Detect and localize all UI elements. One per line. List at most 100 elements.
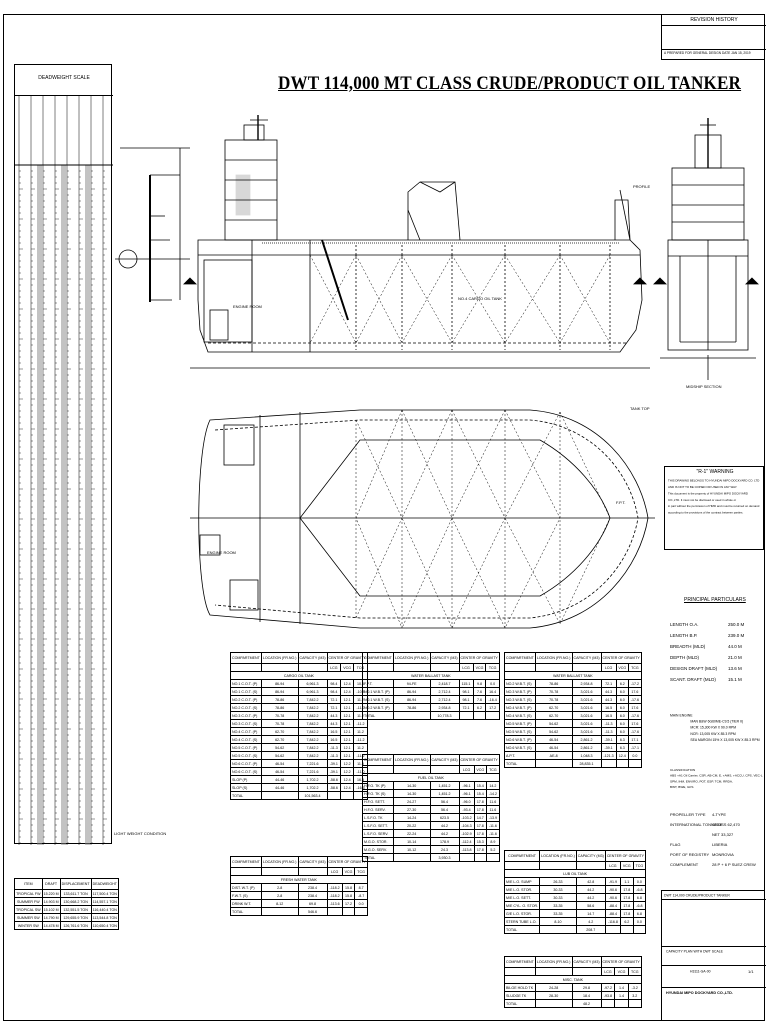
table-header: VCG <box>341 867 356 876</box>
warning-text: THIS DRAWING BELONGS TO HYUNDAI MIPO DOC… <box>668 477 762 516</box>
extra-label: PORT OF REGISTRY <box>670 852 710 857</box>
principal-label: DEPTH (MLD) <box>670 655 699 660</box>
table-cell: -39.1 <box>326 759 342 768</box>
table-cell: TOTAL <box>362 711 394 720</box>
table-cell: 15.8 <box>341 891 356 900</box>
table-cell: 7,221.6 <box>297 759 328 768</box>
table-cell: 44.2 <box>575 885 606 894</box>
table-cell: DRINK W.T. <box>230 899 262 908</box>
table-cell: TOTAL <box>503 925 541 934</box>
drawing-title-block: CAPACITY PLAN WITH DWT SCALE <box>666 949 723 954</box>
table-cell: 17.6 <box>627 703 642 712</box>
table-header: VCG <box>619 861 634 870</box>
principal-value: 250.0 M <box>728 622 745 627</box>
table-cell: NO.1 W.B.T. (P) <box>362 687 394 696</box>
table-cell: 44-46 <box>260 783 299 792</box>
table-cell: 6.2 <box>615 679 629 688</box>
table-header-spacer <box>392 663 431 672</box>
table-cell: 54-62 <box>260 751 299 760</box>
table-cell: NO.1 C.O.T. (P) <box>230 679 262 688</box>
principal-label: LENGTH O.A. <box>670 622 699 627</box>
table-cell: 1,048.3 <box>571 751 602 760</box>
table-cell: 2,418.7 <box>429 679 460 688</box>
table-cell: NO.5 W.B.T. (S) <box>504 727 536 736</box>
extra-value: NET 33,327 <box>712 832 734 837</box>
principal-label: DESIGN DRAFT (MLD) <box>670 666 718 671</box>
table-cell: NO.2 C.O.T. (S) <box>230 703 262 712</box>
table-cell: NO.6 W.B.T. (S) <box>504 743 536 752</box>
table-cell: -103.2 <box>458 813 475 822</box>
tank-top-label: TANK TOP <box>630 406 650 411</box>
drawing-title: DWT 114,000 MT CLASS CRUDE/PRODUCT OIL T… <box>278 73 742 94</box>
table-header-spacer <box>534 967 573 976</box>
table-cell: 11.6 <box>485 797 500 806</box>
table-cell: H.F.O. TK (P) <box>362 781 394 790</box>
table-cell: NO.4 W.B.T. (S) <box>504 711 536 720</box>
table-cell: 15.4 <box>473 789 487 798</box>
table-cell: 16.5 <box>326 735 342 744</box>
table-cell: 20-22 <box>392 821 431 830</box>
table-cell: 72.1 <box>326 695 342 704</box>
table-cell: 16.5 <box>600 711 617 720</box>
table-cell <box>619 925 634 934</box>
table-cell: 8.9 <box>485 837 500 846</box>
table-cell: 0.0 <box>632 877 647 886</box>
table-cell: -93.4 <box>458 805 475 814</box>
principal-heading: PRINCIPAL PARTICULARS <box>684 597 746 603</box>
table-cell: 11.6 <box>485 805 500 814</box>
summary-cell: 14.478 M <box>41 921 61 930</box>
table-cell: 115.1 <box>458 679 474 688</box>
table-cell: 15.4 <box>473 781 487 790</box>
company-name: HYUNDAI MIPO DOCKYARD CO.,LTD. <box>666 991 733 996</box>
table-header: LOCATION (FR.NO.) <box>534 652 573 664</box>
scale-bar <box>61 165 66 845</box>
engine-line: MAIN ENGINE <box>670 713 693 718</box>
table-section-row: FRESH WATER TANK <box>230 875 368 884</box>
table-cell: 2,712.4 <box>429 695 460 704</box>
table-cell: NO.6 C.O.T. (S) <box>230 767 262 776</box>
table-header-spacer <box>504 967 536 976</box>
table-cell: 7,842.2 <box>297 703 328 712</box>
table-cell: -112.4 <box>458 837 475 846</box>
table-cell: 70-78 <box>534 687 573 696</box>
table-cell <box>326 907 343 916</box>
table-cell: 12.4 <box>340 783 355 792</box>
table-cell <box>472 711 487 720</box>
table-cell: 6.2 <box>472 703 487 712</box>
principal-value: 21.0 M <box>728 655 742 660</box>
table-cell: -11.3 <box>600 719 617 728</box>
table-cell <box>614 999 629 1008</box>
extra-label: COMPLEMENT <box>670 862 699 867</box>
table-cell: 44-46 <box>260 775 299 784</box>
table-cell: 12.2 <box>340 759 355 768</box>
table-cell: 30-33 <box>539 885 577 894</box>
table-cell: 98.1 <box>458 695 474 704</box>
table-cell: 27-30 <box>392 805 431 814</box>
scale-bar <box>37 165 42 845</box>
extra-value: 28 P + 6 P SUEZ CREW <box>712 862 756 867</box>
table-cell: 2,712.4 <box>429 687 460 696</box>
table-cell: M/E L.O. SETT. <box>503 893 541 902</box>
table-cell: 3,021.6 <box>571 719 602 728</box>
table-header: LOCATION (FR.NO.) <box>539 850 577 862</box>
table-header-spacer <box>575 861 606 870</box>
table-cell: 12.1 <box>340 735 355 744</box>
table-header-spacer <box>392 765 431 774</box>
table-cell: 8.7 <box>354 883 368 892</box>
